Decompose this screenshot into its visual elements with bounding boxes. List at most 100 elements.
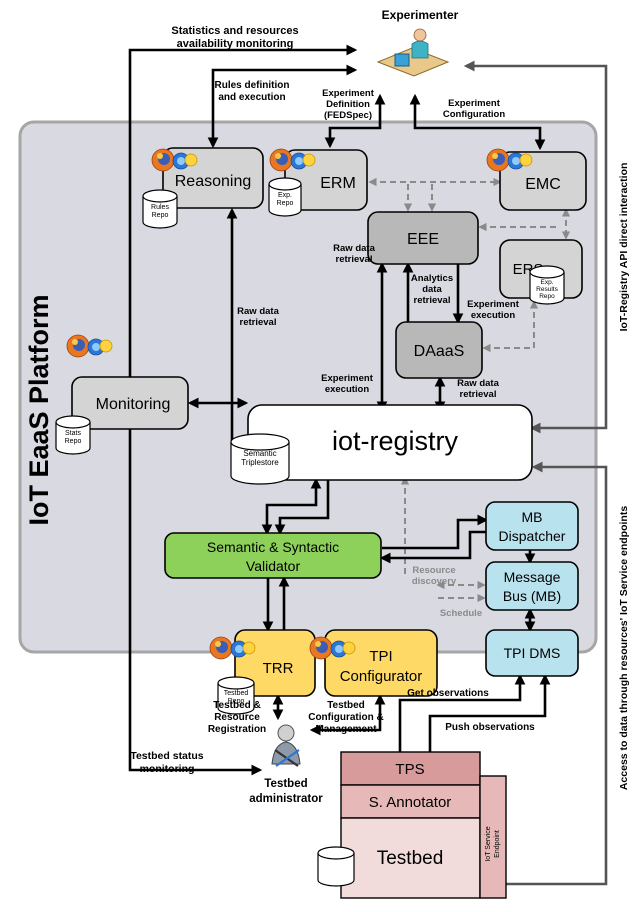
emc-label: EMC [525,176,561,193]
erm-repo-label-2: Repo [277,200,294,207]
label-rules-1: Rules definition [215,80,290,91]
label-tbconf-2: Configuration & [308,712,384,723]
tpi-dms-label: TPI DMS [504,645,561,661]
stats-repo-label-1: Stats [65,430,81,437]
conn-validator-registry-1 [261,477,322,536]
trr-label: TRR [263,660,294,677]
ers-repo-label-2: Results [536,286,558,293]
tpi-dms-box[interactable] [485,629,579,677]
label-tbreg-2: Resource [214,712,260,723]
validator-label-2: Validator [246,558,301,574]
label-rawdata-2a: Raw data [237,306,279,317]
label-resource-discovery-1: Resource [412,565,455,576]
erm-repo-label-1: Exp. [278,192,292,199]
ers-repo-label-3: Repo [539,293,555,300]
conn-validator-mb1 [382,514,489,550]
conn-endpoint-access [506,461,608,886]
eee-box[interactable] [367,211,479,265]
administrator-label-1: Testbed [264,778,307,790]
s-annotator-label: S. Annotator [369,794,452,811]
label-push-observations: Push observations [445,722,535,733]
eee-label: EEE [407,231,439,248]
label-tbconf-1: Testbed [327,700,365,711]
erm-label: ERM [320,175,356,192]
iot-registry-label: iot-registry [332,426,459,456]
label-expdef-3: (FEDSpec) [324,110,372,121]
label-analytics-3: retrieval [414,295,451,306]
monitoring-box[interactable] [71,376,189,430]
mb-dispatcher-label-1: MB [522,509,543,525]
label-analytics-2: data [422,284,442,295]
validator-label-1: Semantic & Syntactic [207,539,339,555]
label-endpoint-access: Access to data through resources' IoT Se… [618,506,630,790]
rules-repo [142,189,178,229]
ers-repo-label-1: Exp. [540,279,553,286]
label-rawdata-3b: retrieval [460,389,497,400]
iot-service-endpoint-label-2: Endpoint [494,830,501,858]
semantic-triplestore [230,433,290,485]
label-rules-2: and execution [218,92,285,103]
label-expexec-1a: Experiment [467,299,520,310]
label-expdef-1: Experiment [322,88,375,99]
mb-dispatcher-box[interactable] [485,501,579,551]
label-tbstatus-2: monitoring [140,763,195,775]
experimenter-label: Experimenter [382,8,459,22]
triplestore-label-2: Triplestore [241,458,279,467]
conn-pushobs [428,673,551,752]
conn-validator-registry-2 [274,480,330,536]
conn-monitoring-admin [124,417,263,776]
tps-label: TPS [395,761,424,778]
mb-dispatcher-label-2: Dispatcher [499,528,566,544]
conn-stats-monitoring [128,44,358,400]
label-expexec-1b: execution [471,310,516,321]
conn-tpiconf-admin [309,693,386,736]
administrator-icon [271,724,301,767]
experimenter-icon [376,28,450,77]
stats-repo [55,415,91,455]
conn-validator-mb2 [379,530,486,564]
stats-repo-label-2: Repo [65,438,82,445]
label-expconf-2: Configuration [443,109,505,120]
label-get-observations: Get observations [407,688,489,699]
monitoring-label: Monitoring [96,396,171,413]
rules-repo-label-1: Rules [151,204,169,211]
label-resource-discovery-2: discovery [412,576,457,587]
tpi-configurator-label-1: TPI [369,648,392,665]
erm-repo [268,177,302,217]
label-rawdata-2b: retrieval [240,317,277,328]
message-bus-label-2: Bus (MB) [503,588,561,604]
label-api-direct: IoT-Registry API direct interaction [618,163,630,332]
conn-api-direct [463,60,608,434]
conn-expdef [324,93,386,149]
tps-box[interactable] [340,751,481,786]
rules-repo-label-2: Repo [152,212,169,219]
testbed-repo-label-1: Testbed [224,690,249,697]
label-stats-2: availability monitoring [177,38,294,50]
label-expdef-2: Definition [326,99,370,110]
triplestore-label-1: Semantic [243,449,276,458]
validator-box[interactable] [164,532,382,579]
platform-title: IoT EaaS Platform [24,294,54,525]
message-bus-box[interactable] [485,561,579,611]
label-stats-1: Statistics and resources [171,25,298,37]
label-analytics-1: Analytics [411,273,453,284]
daaas-label: DAaaS [414,343,465,360]
daaas-box[interactable] [395,321,483,379]
label-tbconf-3: Management [315,724,377,735]
label-rawdata-1b: retrieval [336,254,373,265]
label-expexec-2a: Experiment [321,373,374,384]
label-expexec-2b: execution [325,384,370,395]
label-rawdata-1a: Raw data [333,243,375,254]
conn-getobs [398,673,526,752]
message-bus-label-1: Message [504,569,561,585]
iot-service-endpoint-box[interactable] [479,775,507,899]
testbed-repo-label-2: Repo [228,698,245,705]
iot-service-endpoint-label-1: IoT Service [485,826,492,861]
label-tbreg-1: Testbed & [213,700,261,711]
reasoning-label: Reasoning [175,173,252,190]
label-tbreg-3: Registration [208,724,266,735]
ers-repo [529,265,565,305]
label-tbstatus-1: Testbed status [130,750,203,762]
label-rawdata-3a: Raw data [457,378,499,389]
testbed-database [317,846,355,887]
